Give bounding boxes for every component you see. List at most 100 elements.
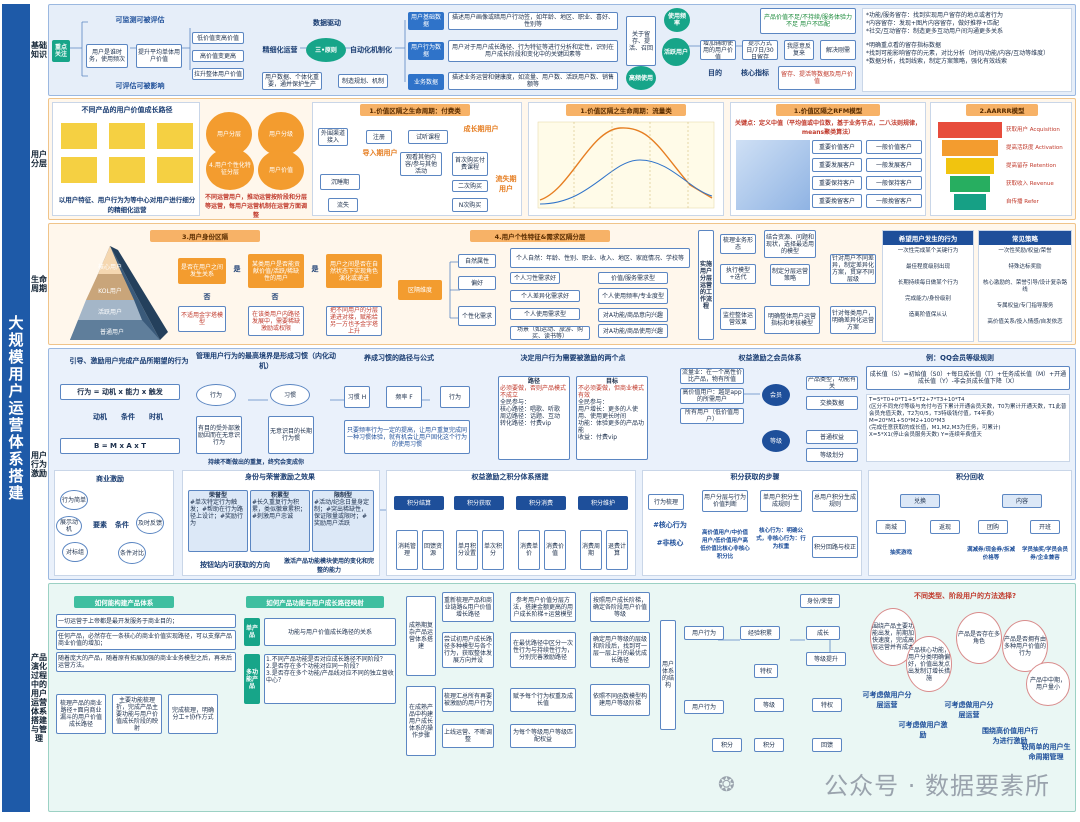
mature-step: 按照用户成长阶梯，确定各阶段用户价值等级 [590, 592, 650, 622]
refine-node: 精细化运营 [262, 46, 298, 54]
badge-col-text: #活动/纪念日量身定制；#突出稀缺性，保证限量或限时；#奖励用户活跃 [314, 499, 370, 527]
qq-calc-line: M=20*M1+50*M2+100*M3 [869, 418, 946, 424]
struct-node: 经验积累 [740, 626, 780, 640]
multi-product: 多功能产品 [244, 654, 260, 704]
chain-1: 增加辅助使用的用户价值 [700, 40, 736, 60]
circle-user-grade: 用户分级 [258, 112, 304, 156]
behavior-card-item: 最佳程度级别出现 [905, 264, 950, 270]
rfm-item: 重要发展客户 [812, 158, 862, 172]
lc-lost: 流失 [328, 198, 358, 212]
mature-step: 参考用户价值分层方法，搭建金额更高的用户成长阶梯+运营模型 [510, 592, 576, 622]
rfm-item: 一般保持客户 [866, 176, 922, 190]
recycle-leaf: 返现 [930, 520, 960, 534]
badge-col-text: #长久重复行为积累，类似徽章累积；#刺激用户忠诚 [252, 499, 307, 520]
points-sub: 回馈资源 [422, 530, 444, 570]
indicator-box: 留存、提活等数据及用户价值 [778, 66, 856, 90]
mature-title: 成熟期复杂产品运营体系搭建 [406, 596, 436, 676]
yes-label: 是 [233, 265, 241, 273]
member-node: 会员 [762, 384, 790, 406]
habit-freq: 频率 F [386, 386, 422, 408]
funnel-level-2 [942, 140, 998, 156]
grow-step: 赋予每个行为权重及成长值 [510, 688, 576, 712]
value-path-note: 以用户特征、用户行为为等中心对用户进行细分的精细化运营 [58, 196, 196, 214]
lc-growth: 成长期用户 [463, 125, 499, 133]
method-bubble: 产品核心功能，用户分类明确偏好，价值出发点出发制订增长措施 [906, 636, 952, 692]
circle-user-value: 用户价值 [258, 150, 304, 190]
goal-card-item: 收益：付费vip [578, 434, 618, 441]
method-bubble: 产品中中期，用户量小 [1026, 662, 1070, 706]
points-node: 积分获取 [454, 496, 504, 510]
flow-step: 明确整体用户运营指标和考核模型 [764, 306, 820, 334]
struct-node: 积分 [754, 738, 784, 752]
user-data-text: 描述用户画像或暗用户行动签，如年龄、地区、职业、喜好、性别等 [448, 12, 618, 30]
section-label-lifecycle: 生命周期 [31, 275, 47, 293]
behavior-text: 用户对于用户成长路径、行为特征等进行分析和定性，识别在用户成长阶段和变化中的关键… [448, 40, 618, 62]
pyramid-normal: 普通用户 [99, 329, 124, 336]
who-box: 用户是谁时务，使用频次 [86, 44, 128, 68]
path-card: 路径 必须要做，否则产品模式不成立 全民参与： 核心路径：唱歌、听歌 周边路径：… [498, 376, 570, 460]
pyramid-active: 活跃用户 [97, 309, 122, 316]
behavior-label: 用户行为数据 [408, 42, 444, 60]
strategy-card-item: 一次性奖励/权益/荣誉 [998, 248, 1052, 254]
step-node: 单用户积分生成规则 [760, 490, 802, 512]
funnel-label: 提高留存 Retention [1006, 163, 1057, 169]
struct-node: 用户行为 [684, 700, 724, 714]
funnel-label: 提高活跃度 Activation [1006, 145, 1063, 151]
no-label: 否 [271, 293, 279, 301]
goal-card-item: 功能：体验更多的产品功能 [578, 420, 645, 434]
method-answer: 可考虑做用户分层运营 [862, 691, 912, 709]
build-title: 如何能构建产品体系 [74, 596, 174, 608]
points-sub: 单月积分设置 [456, 530, 478, 570]
wheel-item: 对标组 [62, 542, 88, 562]
recycle-node: 内容 [1002, 494, 1042, 508]
high-use-node: 高频使用 [626, 66, 656, 90]
funnel-label: 获取收入 Revenue [1006, 181, 1054, 187]
points-sub: 消耗管理 [396, 530, 418, 570]
biz-label: 业务数据 [408, 74, 444, 90]
mature-step: 在最优路径中区分一次性行为与持续性行为，分别完善激励路径 [510, 632, 576, 668]
behavior-node: 行为 [196, 384, 236, 406]
rfm-cube [736, 140, 810, 210]
recycle-title: 积分回收 [956, 473, 984, 481]
strategy-card-item: 核心激励的、荣誉引导/设计复杂路线 [982, 280, 1068, 293]
mature-step: 尝试初用户成长路径多种模型与各个行为，获取整体发展方向并设 [442, 632, 494, 668]
retention-list-item: *找到可能影响留存的元素，对比分析（时间/功能/内容/互动等维度） [866, 50, 1050, 57]
rfm-item: 重要挽留客户 [812, 194, 862, 208]
path-card-item: 必须要做，否则产品模式不成立 [500, 385, 567, 399]
section-label-layering: 用户分层 [31, 150, 47, 168]
build-bottom: 梳理产品的商业路径+面向商业漏斗的用户价值成长路径 [56, 694, 106, 734]
main-title: 大规模用户运营体系搭建 [8, 313, 24, 502]
wechat-icon: ❂ [718, 772, 735, 796]
recycle-node: 兑换 [900, 494, 940, 508]
struct-node: 用户行为 [684, 626, 724, 640]
retention-list: *功能/服务留存：找到实现用户留存的地点或者行为 *内容留存：发现+图片内容留存… [862, 8, 1072, 92]
wheel-item: 行为简单 [60, 490, 88, 510]
badge-col-title: 限制型 [333, 492, 352, 499]
multi-product-question: 2.是否存在多个功能对应同一阶段？ [266, 663, 362, 670]
retention-list-item: *数据分析，找到线索，制定方案策略，强化有效线索 [866, 58, 1008, 65]
build-step: 随着庞大的产品，随着原有拓展加强的商业业务模型之后，再来后运营方法。 [56, 652, 236, 672]
wheel-item: 条件对比 [118, 542, 146, 564]
funnel-level-4 [950, 176, 990, 192]
points-sub: 消费单价 [518, 530, 540, 570]
qq-calc-line: T=5*T0+0*T1+5*T2+7*T3+10*T4 [869, 397, 965, 403]
section-label-evolution: 产品演化过程中的用户运营体系搭建与管理 [31, 652, 47, 743]
habit-node: 习惯 [270, 384, 310, 406]
formula-label-motivation: 动机 [93, 413, 107, 421]
lc-import: 导入期用户 [362, 149, 398, 157]
recycle-leaf: 商城 [876, 520, 906, 534]
biz-incentive-title: 商业激励 [96, 475, 124, 483]
strategy-card-title: 常见策略 [979, 231, 1071, 245]
step-tag: #非核心 [656, 539, 684, 547]
single-product: 单产品 [244, 618, 260, 646]
value-card-5 [109, 157, 145, 183]
retention-list-item: *社交/互动留存：制造更多互动用户间沟通更多关系 [866, 28, 1004, 35]
qq-calc-line: (区分不同充付等级与充付与否下累计开通会员天数，T0为累计开通天数，T1此普会员… [869, 404, 1067, 417]
retention-list-item: *内容留存：发现+图片内容留存，做好推荐+匹配 [866, 20, 1000, 27]
flow-step: 结合资源、问题和现状，选择最适用的模型 [764, 230, 816, 258]
identity-title: 3.用户身份区隔 [150, 230, 260, 242]
rfm-note: 关键点：定义中值（平均值或中位数，基于业务节点，二八法则规律，means聚类算法… [734, 120, 921, 136]
value-card-6 [157, 157, 193, 183]
multi-product-question: 3.是否存在多个功能/产品线对应不同的独立营收中心？ [266, 670, 394, 684]
